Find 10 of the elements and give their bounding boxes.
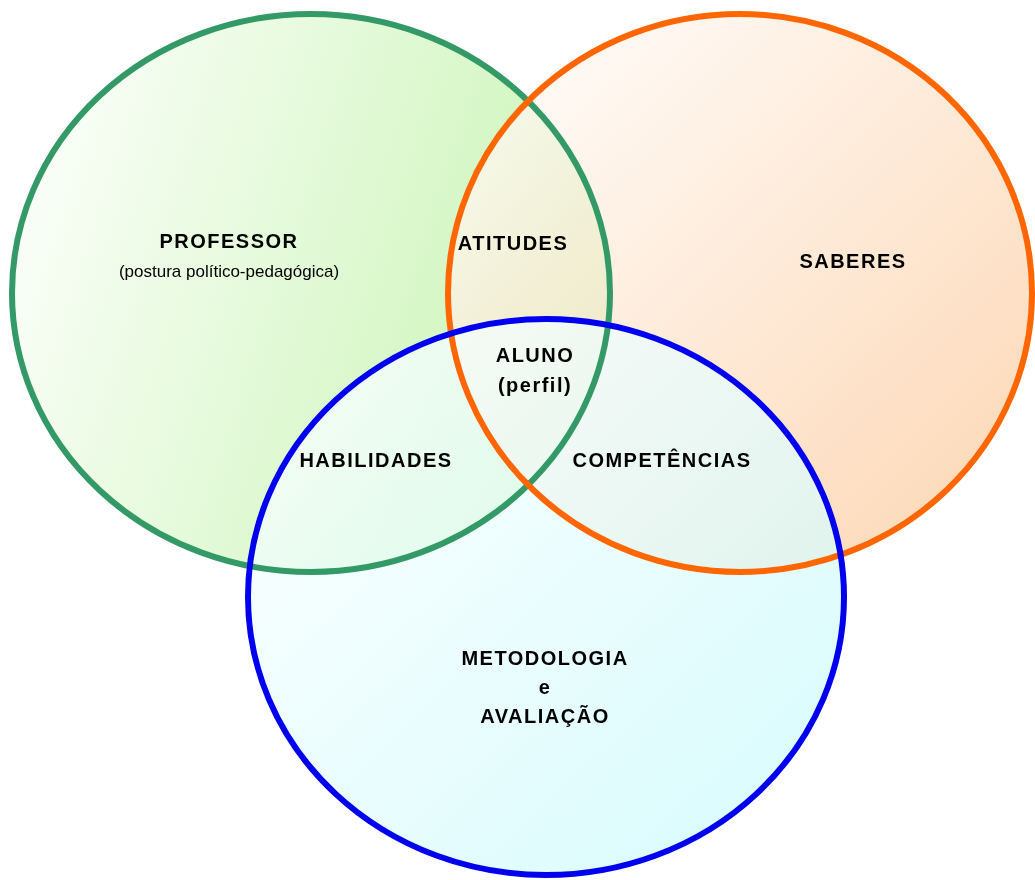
circle-title: SABERES xyxy=(798,250,908,273)
overlap-label: HABILIDADES xyxy=(299,449,453,472)
overlap-label: COMPETÊNCIAS xyxy=(572,449,752,472)
circle-subtitle: AVALIAÇÃO xyxy=(479,705,611,728)
circle-subtitle: e xyxy=(537,676,553,699)
circle-subtitle: (postura político-pedagógica) xyxy=(117,262,341,282)
overlap-label: ALUNO (perfil) xyxy=(494,343,576,398)
overlap-label: ATITUDES xyxy=(457,232,569,255)
circle-title: PROFESSOR xyxy=(158,230,300,253)
circle-title: METODOLOGIA xyxy=(460,647,630,670)
